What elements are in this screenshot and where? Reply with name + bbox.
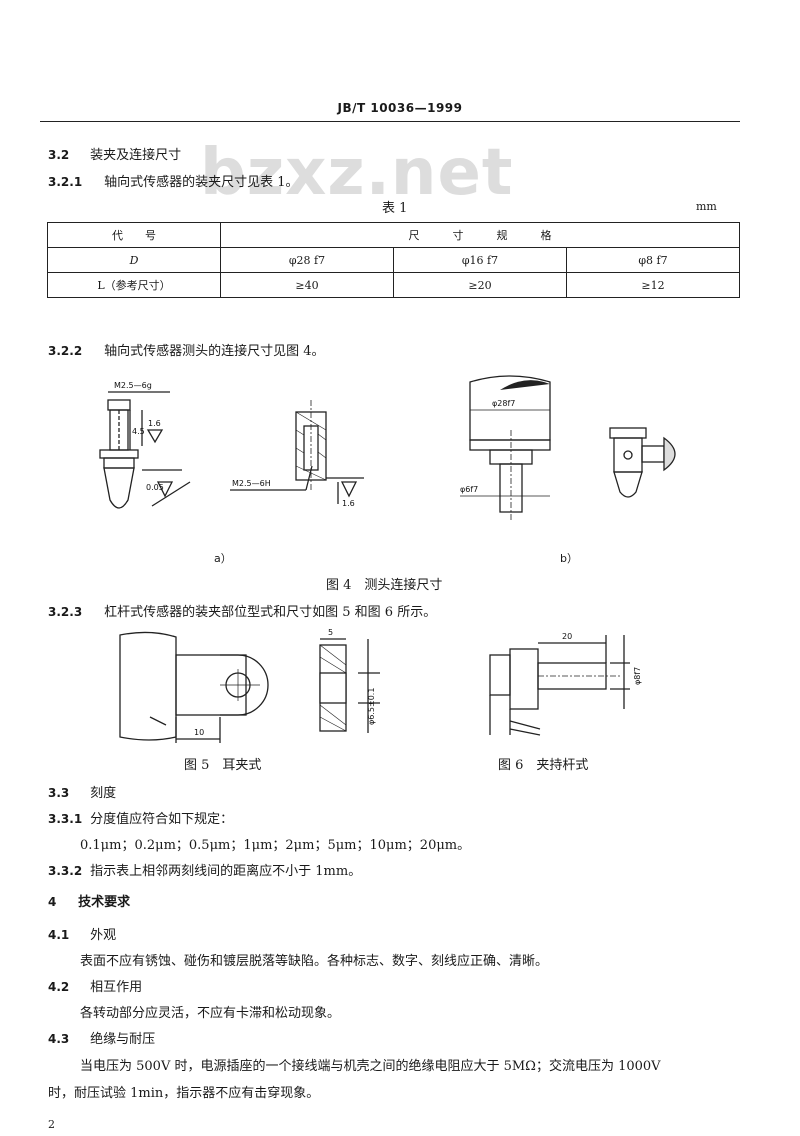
table-cell: φ16 f7 <box>393 247 567 273</box>
fig4-label-r16b: 1.6 <box>342 499 355 508</box>
table-caption: 表 1 <box>382 201 408 216</box>
fig4-label-r16a: 1.6 <box>148 419 161 428</box>
scale-values: 0.1μm；0.2μm；0.5μm；1μm；2μm；5μm；10μm；20μm。 <box>80 838 471 853</box>
section-title: 绝缘与耐压 <box>90 1032 156 1047</box>
paragraph-text: 杠杆式传感器的装夹部位型式和尺寸如图 5 和图 6 所示。 <box>104 605 437 620</box>
section-3-3: 3.3 刻度 <box>48 782 116 801</box>
table-cell: D <box>47 247 221 273</box>
table-header-cell: 尺 寸 规 格 <box>220 222 740 248</box>
header-rule <box>40 121 740 122</box>
fig4-label-dim45: 4.5 <box>132 427 145 436</box>
section-number: 3.2.3 <box>48 605 83 619</box>
fig4-label-a: a） <box>214 552 232 565</box>
table-cell: φ28 f7 <box>220 247 394 273</box>
section-3-2-2: 3.2.2 轴向式传感器测头的连接尺寸见图 4。 <box>48 340 325 359</box>
figure-5-6-drawing: 10 5 φ6.5±0.1 20 φ8f7 <box>119 628 642 743</box>
fig4-label-r005: 0.05 <box>146 483 164 492</box>
section-number: 3.2.1 <box>48 175 83 189</box>
section-3-2-1: 3.2.1 轴向式传感器的装夹尺寸见表 1。 <box>48 171 299 190</box>
sensor-body-large <box>469 375 551 441</box>
section-title: 刻度 <box>90 786 117 801</box>
section-title: 技术要求 <box>78 895 131 910</box>
table-row: 代 号 尺 寸 规 格 <box>47 222 740 248</box>
paragraph-text: 分度值应符合如下规定： <box>90 812 234 827</box>
table-row: L（参考尺寸） ≥40 ≥20 ≥12 <box>47 272 740 298</box>
section-number: 4.2 <box>48 980 70 994</box>
fig4-label-b: b） <box>560 552 578 565</box>
section-title: 装夹及连接尺寸 <box>90 148 182 163</box>
section-4-3: 4.3 绝缘与耐压 <box>48 1028 155 1047</box>
probe-thread-cap <box>107 399 131 411</box>
paragraph-text: 轴向式传感器的装夹尺寸见表 1。 <box>104 175 299 190</box>
probe-tip <box>103 467 135 509</box>
ear-clamp-lug <box>220 654 269 716</box>
fig4-label-m-top: M2.5—6g <box>114 381 152 390</box>
paragraph-text: 指示表上相邻两刻线间的距离应不小于 1mm。 <box>90 864 362 879</box>
page-number: 2 <box>48 1118 55 1131</box>
document-header: JB/T 10036—1999 <box>337 101 463 115</box>
table-cell: ≥40 <box>220 272 394 298</box>
section-4-2-text: 各转动部分应灵活，不应有卡滞和松动现象。 <box>80 1006 341 1021</box>
section-number: 3.2 <box>48 148 70 162</box>
table-cell: L（参考尺寸） <box>47 272 221 298</box>
table-cell: ≥12 <box>566 272 740 298</box>
ear-clamp-body <box>119 631 177 741</box>
table-row: D φ28 f7 φ16 f7 φ8 f7 <box>47 247 740 273</box>
probe-collar <box>99 449 139 459</box>
section-3-3-2: 3.3.2 指示表上相邻两刻线间的距离应不小于 1mm。 <box>48 860 361 879</box>
section-3-3-1: 3.3.1 分度值应符合如下规定： <box>48 808 233 827</box>
table-cell: φ8 f7 <box>566 247 740 273</box>
table-unit: mm <box>696 200 717 213</box>
fig6-label-20: 20 <box>562 632 572 641</box>
section-number: 4.3 <box>48 1032 70 1046</box>
table-header-cell: 代 号 <box>47 222 221 248</box>
probe-neck <box>103 457 135 469</box>
section-4-3-text-1: 当电压为 500V 时，电源插座的一个接线端与机壳之间的绝缘电阻应大于 5MΩ；… <box>80 1059 661 1074</box>
section-title: 外观 <box>90 928 117 943</box>
section-4: 4 技术要求 <box>48 891 130 910</box>
figure-4-drawing: M2.5—6g 4.5 1.6 0.05 M2.5—6H 1.6 φ28f7 φ… <box>99 375 676 520</box>
section-4-1-text: 表面不应有锈蚀、碰伤和镀层脱落等缺陷。各种标志、数字、刻线应正确、清晰。 <box>80 954 549 969</box>
section-title: 相互作用 <box>90 980 143 995</box>
table-cell: ≥20 <box>393 272 567 298</box>
fig5-label-5: 5 <box>328 628 333 637</box>
figure-4-caption: 图 4 测头连接尺寸 <box>326 578 443 593</box>
fig5-label-10: 10 <box>194 728 204 737</box>
section-number: 4 <box>48 895 57 909</box>
section-4-2: 4.2 相互作用 <box>48 976 142 995</box>
section-3-2: 3.2 装夹及连接尺寸 <box>48 144 181 163</box>
fig6-label-phi8: φ8f7 <box>633 667 642 685</box>
section-4-1: 4.1 外观 <box>48 924 116 943</box>
rod-body <box>489 654 511 696</box>
section-number: 4.1 <box>48 928 70 942</box>
fig5-label-phi: φ6.5±0.1 <box>367 688 376 725</box>
fig4-label-m-left: M2.5—6H <box>232 479 271 488</box>
watermark: bzxz.net <box>200 136 514 210</box>
fig4-label-phi6: φ6f7 <box>460 485 478 494</box>
section-number: 3.2.2 <box>48 344 83 358</box>
section-3-2-3: 3.2.3 杠杆式传感器的装夹部位型式和尺寸如图 5 和图 6 所示。 <box>48 601 436 620</box>
section-number: 3.3.2 <box>48 864 83 878</box>
spec-table: 代 号 尺 寸 规 格 D φ28 f7 φ16 f7 φ8 f7 L（参考尺寸… <box>47 222 740 298</box>
section-number: 3.3 <box>48 786 70 800</box>
lever-probe-body <box>613 437 643 473</box>
figure-6-caption: 图 6 夹持杆式 <box>498 758 589 773</box>
figure-5-caption: 图 5 耳夹式 <box>184 758 262 773</box>
section-4-3-text-2: 时，耐压试验 1min，指示器不应有击穿现象。 <box>48 1086 320 1101</box>
section-number: 3.3.1 <box>48 812 83 826</box>
paragraph-text: 轴向式传感器测头的连接尺寸见图 4。 <box>104 344 325 359</box>
fig4-label-phi28: φ28f7 <box>492 399 515 408</box>
